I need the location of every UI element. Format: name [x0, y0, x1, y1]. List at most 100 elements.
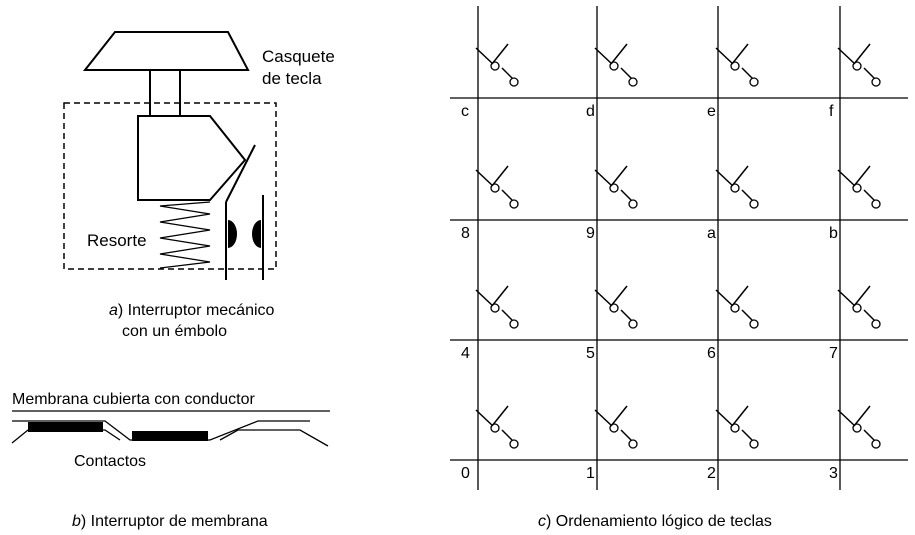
membrane-label: Membrana cubierta con conductor: [12, 391, 255, 408]
switch-blade: [610, 285, 628, 307]
contact-left: [28, 422, 103, 432]
key-switch-3-1: [594, 405, 638, 449]
switch-row-terminal: [609, 423, 619, 433]
switch-row-terminal: [609, 61, 619, 71]
switch-blade: [610, 43, 628, 65]
key-label-0: 0: [461, 465, 470, 482]
switch-row-lead: [475, 47, 495, 66]
switch-row-terminal: [490, 303, 500, 313]
switch-blade: [491, 43, 509, 65]
switch-row-terminal: [609, 183, 619, 193]
switch-blade: [731, 43, 749, 65]
plunger-body: [137, 115, 247, 201]
switch-column-terminal: [628, 439, 638, 449]
key-switch-2-1: [594, 285, 638, 329]
switch-column-terminal: [871, 199, 881, 209]
switch-blade: [491, 405, 509, 427]
switch-column-terminal: [628, 77, 638, 87]
keycap-label-line1: Casquete: [262, 47, 335, 66]
caption-c-text: ) Ordenamiento lógico de teclas: [546, 513, 772, 530]
switch-blade: [853, 165, 871, 187]
key-switch-0-2: [715, 43, 759, 87]
switch-column-terminal: [749, 439, 759, 449]
key-label-6: 6: [707, 345, 716, 362]
switch-row-terminal: [730, 61, 740, 71]
switch-row-lead: [715, 409, 735, 428]
keycap-label-line2: de tecla: [262, 69, 322, 88]
switch-column-terminal: [871, 319, 881, 329]
switch-housing-outline: [63, 102, 277, 270]
switch-row-terminal: [730, 303, 740, 313]
key-switch-0-3: [837, 43, 881, 87]
switch-row-lead: [594, 47, 614, 66]
key-switch-1-0: [475, 165, 519, 209]
spring-label: Resorte: [87, 231, 147, 250]
switch-row-terminal: [609, 303, 619, 313]
key-label-c: c: [461, 103, 469, 120]
switch-column-terminal: [871, 77, 881, 87]
switch-row-lead: [837, 47, 857, 66]
switch-row-terminal: [490, 61, 500, 71]
switch-row-lead: [837, 289, 857, 308]
key-label-5: 5: [586, 345, 595, 362]
switch-row-lead: [475, 409, 495, 428]
key-switches: [475, 43, 881, 449]
switch-blade: [610, 165, 628, 187]
switch-row-lead: [837, 169, 857, 188]
switch-row-lead: [715, 289, 735, 308]
switch-row-lead: [715, 47, 735, 66]
key-label-9: 9: [586, 225, 595, 242]
caption-b-letter: b: [72, 513, 81, 530]
switch-column-terminal: [509, 439, 519, 449]
key-label-1: 1: [586, 465, 595, 482]
switch-column-terminal: [628, 319, 638, 329]
switch-row-lead: [594, 289, 614, 308]
switch-row-terminal: [730, 423, 740, 433]
switch-row-terminal: [852, 423, 862, 433]
switch-row-terminal: [490, 423, 500, 433]
switch-column-terminal: [749, 199, 759, 209]
keycap-shape: [82, 31, 250, 71]
switch-blade: [853, 285, 871, 307]
caption-b: b) Interruptor de membrana: [72, 513, 268, 530]
contact-point-right: [252, 220, 261, 248]
switch-row-lead: [475, 169, 495, 188]
key-label-d: d: [586, 103, 595, 120]
key-switch-2-0: [475, 285, 519, 329]
switch-blade: [853, 405, 871, 427]
caption-a-text: ) Interruptor mecánico: [118, 302, 275, 319]
key-switch-3-3: [837, 405, 881, 449]
spring: [159, 201, 211, 269]
switch-row-terminal: [852, 61, 862, 71]
caption-c-letter: c: [538, 513, 546, 530]
caption-b-text: ) Interruptor de membrana: [81, 513, 268, 530]
base-right: [219, 429, 329, 447]
caption-a-letter: a: [109, 302, 118, 319]
key-label-7: 7: [829, 345, 838, 362]
switch-column-terminal: [509, 199, 519, 209]
switch-column-terminal: [871, 439, 881, 449]
switch-blade: [731, 165, 749, 187]
switch-blade: [853, 43, 871, 65]
switch-row-terminal: [852, 303, 862, 313]
caption-a-line1: a) Interruptor mecánico: [109, 302, 275, 319]
key-label-f: f: [829, 103, 834, 120]
grid-lines: [450, 6, 908, 490]
key-switch-3-2: [715, 405, 759, 449]
switch-row-lead: [594, 169, 614, 188]
caption-c: c) Ordenamiento lógico de teclas: [538, 513, 772, 530]
contact-point-left: [228, 220, 237, 248]
key-label-2: 2: [707, 465, 716, 482]
contacts-label: Contactos: [74, 453, 146, 470]
membrane-switch-diagram: Membrana cubierta con conductor Contacto…: [11, 391, 330, 530]
contact-right: [132, 431, 208, 441]
key-label-4: 4: [461, 345, 470, 362]
switch-row-terminal: [852, 183, 862, 193]
key-switch-0-1: [594, 43, 638, 87]
key-switch-1-3: [837, 165, 881, 209]
key-switch-2-2: [715, 285, 759, 329]
switch-row-lead: [715, 169, 735, 188]
